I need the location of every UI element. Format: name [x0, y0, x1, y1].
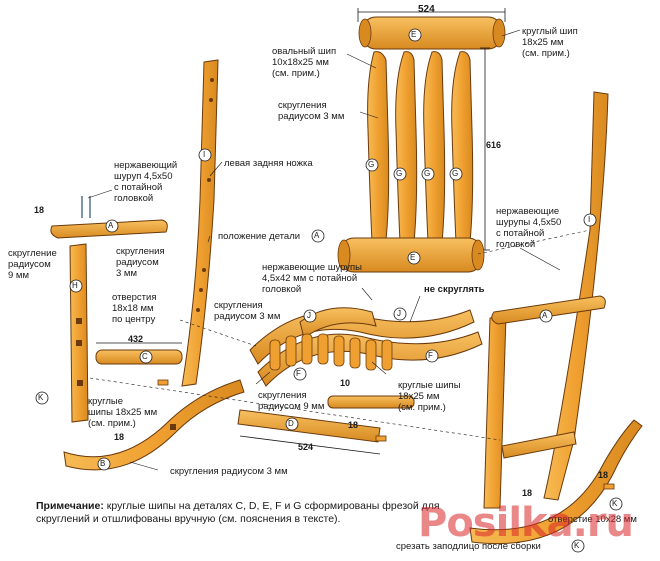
label-hole-right: отверстие 10x28 мм [548, 514, 637, 525]
part-G-1: G [368, 160, 375, 169]
right-rocker [469, 419, 643, 545]
label-screw-left: нержавеющий шуруп 4,5x50 с потайной голо… [114, 160, 178, 204]
part-K-right: K [612, 499, 618, 508]
part-markers [35, 28, 623, 553]
right-armrest [491, 295, 606, 325]
label-round-3mm-back: скругления радиусом 3 мм [278, 100, 345, 122]
dim-10: 10 [340, 378, 351, 388]
left-front-leg [69, 243, 89, 423]
screws-left [81, 196, 91, 218]
label-round-tenon-top: круглый шип 18x25 мм (см. прим.) [522, 26, 578, 59]
label-oval-tenon: овальный шип 10x18x25 мм (см. прим.) [272, 46, 337, 79]
part-A-right: A [542, 311, 548, 320]
part-B: B [100, 459, 106, 468]
part-A-ref: A [314, 231, 320, 240]
right-rail-c [501, 431, 577, 459]
part-K-bottom: K [574, 541, 580, 550]
part-G-3: G [424, 169, 431, 178]
label-no-round: не скруглять [424, 284, 485, 295]
back-slats [367, 51, 474, 243]
assembly-lines [89, 229, 591, 441]
part-F-1: F [296, 369, 301, 378]
label-holes: отверстия 18x18 мм по центру [112, 292, 157, 325]
part-J-1: J [307, 311, 311, 320]
dim-18-left: 18 [34, 205, 45, 215]
part-K-left: K [38, 393, 44, 402]
part-I-right: I [588, 215, 591, 224]
part-I-left: I [203, 150, 206, 159]
left-rocker [63, 379, 245, 471]
label-round-9mm-seat: скругления радиусом 9 мм [258, 390, 325, 412]
dimension-line-524-top [357, 8, 506, 22]
part-C-left: C [142, 352, 148, 361]
part-E-bottom: E [410, 253, 416, 262]
part-G-4: G [452, 169, 459, 178]
note-block: Примечание: круглые шипы на деталях C, D… [36, 500, 456, 526]
rail-d-lower [237, 409, 381, 443]
dim-18-bottom: 18 [114, 432, 125, 442]
seat-slats [269, 333, 393, 371]
dowels [157, 379, 615, 490]
part-A-left: A [108, 221, 114, 230]
part-F-2: F [428, 351, 433, 360]
dim-616: 616 [486, 140, 502, 150]
label-cut-flush: срезать заподлицо после сборки [396, 541, 541, 552]
label-round-3mm-seat: скругления радиусом 3 мм [214, 300, 281, 322]
leader-lines [87, 29, 561, 471]
rail-d-upper [327, 395, 415, 409]
label-screws-right: нержавеющие шурупы 4,5x50 с потайной гол… [496, 206, 562, 250]
dim-432: 432 [128, 334, 144, 344]
label-round-tenons-left: круглые шипы 18x25 мм (см. прим.) [88, 396, 158, 429]
dim-18-right: 18 [598, 470, 609, 480]
dim-524-top: 524 [418, 4, 435, 15]
part-J-2: J [397, 309, 401, 318]
dim-524-bottom: 524 [298, 442, 314, 452]
label-round-9mm-left: скругление радиусом 9 мм [8, 248, 57, 281]
watermark: Posilka.ru [418, 500, 634, 546]
label-screws-mid: нержавеющие шурупы 4,5x42 мм с потайной … [262, 262, 363, 295]
top-backrest-rail [358, 16, 506, 50]
seat-assembly [249, 307, 483, 387]
part-G-2: G [396, 169, 403, 178]
rail-c [95, 349, 183, 365]
label-round-tenons-right: круглые шипы 18x25 мм (см. прим.) [398, 380, 461, 413]
label-part-position: положение детали [218, 231, 301, 242]
dim-18-right2: 18 [522, 488, 533, 498]
right-front-leg [483, 315, 507, 509]
label-round-3mm-arm: скругления радиусом 3 мм [116, 246, 165, 279]
dimension-line-524-bottom [239, 435, 381, 455]
part-E-top: E [411, 30, 417, 39]
left-rear-leg [181, 59, 219, 387]
dim-18-mid: 18 [348, 420, 359, 430]
note-text: круглые шипы на деталях C, D, E, F и G с… [36, 500, 440, 525]
part-H: H [72, 281, 78, 290]
label-round-3mm-rocker: скругления радиусом 3 мм [170, 466, 288, 477]
note-title: Примечание: [36, 500, 104, 512]
part-D: D [288, 419, 294, 428]
label-left-rear-leg: левая задняя ножка [224, 158, 313, 169]
